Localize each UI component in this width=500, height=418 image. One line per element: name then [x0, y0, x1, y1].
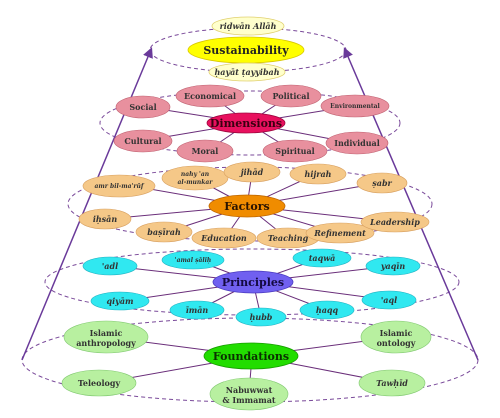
factors-hub — [208, 194, 286, 218]
factor-label-teaching: Teaching — [268, 233, 309, 243]
factor-node-nahy-an-al-munkar — [161, 165, 229, 191]
principle-label-amal-salih: 'amal ṣāliḥ — [175, 257, 212, 264]
dimension-node-spiritual — [262, 139, 328, 163]
riḍwān-allāh-label: riḍwān Allāh — [220, 21, 277, 31]
factor-node-leadership — [360, 211, 430, 233]
principle-node-amal-salih — [161, 250, 225, 270]
factor-node-ihsan — [78, 208, 132, 230]
dimension-label-political: Political — [272, 91, 309, 101]
dimension-label-individual: Individual — [334, 138, 380, 148]
ring-principles — [44, 248, 460, 316]
principles-level: 'adl 'amal ṣāliḥ taqwā yaqīn qiyām īmān … — [82, 248, 421, 327]
principles-hub — [212, 270, 294, 294]
dimensions-level: Social Economical Political Environmenta… — [113, 84, 390, 163]
principle-node-adl — [82, 256, 138, 276]
principles-hub-label: Principles — [222, 276, 284, 289]
dimensions-hub-label: Dimensions — [210, 117, 282, 130]
principle-node-aql — [361, 290, 417, 310]
sustainability-level: riḍwān Allāh Sustainability ḥayāt ṭayyib… — [187, 16, 305, 82]
factor-label-jihad: jihād — [239, 167, 264, 177]
dimensions-hub — [206, 112, 286, 134]
dimension-node-social — [115, 95, 171, 119]
dimension-label-cultural: Cultural — [124, 136, 161, 146]
dimension-label-social: Social — [129, 102, 156, 112]
factor-label-leadership: Leadership — [369, 217, 420, 227]
factor-node-amr-bil-maruf — [82, 174, 156, 198]
foundation-node-teleology — [61, 369, 137, 397]
factor-label-basirah: baṣīrah — [147, 227, 181, 237]
dimension-label-spiritual: Spiritual — [275, 146, 314, 156]
dimension-node-environmental — [320, 94, 390, 118]
factor-label-hijrah: hijrah — [305, 169, 332, 179]
factor-node-refinement — [305, 222, 375, 244]
foundation-label-teleology: Teleology — [78, 378, 121, 388]
foundation-node-tawhid — [358, 369, 426, 397]
factor-label-amr-bil-maruf: amr bil-ma'rūf — [95, 183, 145, 190]
principle-node-haqq — [299, 300, 355, 320]
foundation-node-islamic-ontology — [360, 320, 432, 354]
principle-node-qiyam — [90, 291, 150, 311]
dimension-node-political — [260, 84, 322, 108]
dimension-label-environmental: Environmental — [330, 103, 380, 110]
principle-label-yaqin: yaqīn — [380, 261, 405, 271]
principle-label-qiyam: qiyām — [107, 296, 134, 306]
principle-node-iman — [169, 300, 225, 320]
ḥayāt-ṭayyibah-node — [208, 62, 286, 82]
factor-label-education: Education — [200, 233, 247, 243]
principle-label-haqq: ḥaqq — [316, 305, 339, 315]
foundation-label-tawhid: Tawḥīd — [376, 378, 408, 388]
factor-node-sabr — [356, 172, 408, 194]
foundation-node-islamic-anthropology — [63, 320, 149, 354]
factor-node-hijrah — [289, 163, 347, 185]
principle-node-taqwa — [292, 248, 352, 268]
foundation-label-nabuwwat-immamat: Nabuwwat& Immamat — [222, 385, 276, 405]
dimension-label-economical: Economical — [184, 91, 236, 101]
factors-hub-label: Factors — [224, 200, 269, 213]
factor-label-ihsan: iḥsān — [93, 214, 118, 224]
factor-label-refinement: Refinement — [313, 228, 366, 238]
principle-label-adl: 'adl — [102, 261, 118, 271]
riḍwān-allāh-node — [211, 16, 285, 36]
dimension-node-individual — [325, 131, 389, 155]
factor-label-sabr: ṣabr — [372, 178, 392, 188]
dimension-node-moral — [176, 139, 234, 163]
factor-node-jihad — [223, 161, 281, 183]
foundations-hub — [203, 342, 299, 370]
foundation-node-nabuwwat-immamat — [209, 377, 289, 411]
principle-node-hubb — [235, 307, 287, 327]
dimension-node-cultural — [113, 129, 173, 153]
dimension-node-economical — [175, 84, 245, 108]
ḥayāt-ṭayyibah-label: ḥayāt ṭayyibah — [214, 67, 279, 77]
principle-label-hubb: ḥubb — [250, 312, 273, 322]
principle-label-iman: īmān — [186, 305, 209, 315]
ring-dimensions — [99, 90, 401, 156]
principle-node-yaqin — [365, 256, 421, 276]
sustainability-title: Sustainability — [203, 44, 289, 57]
foundations-hub-label: Foundations — [213, 350, 289, 363]
factor-node-basirah — [135, 221, 193, 243]
principle-label-aql: 'aql — [381, 295, 397, 305]
principle-label-taqwa: taqwā — [309, 253, 336, 263]
factor-node-education — [191, 227, 257, 249]
dimension-label-moral: Moral — [192, 146, 219, 156]
